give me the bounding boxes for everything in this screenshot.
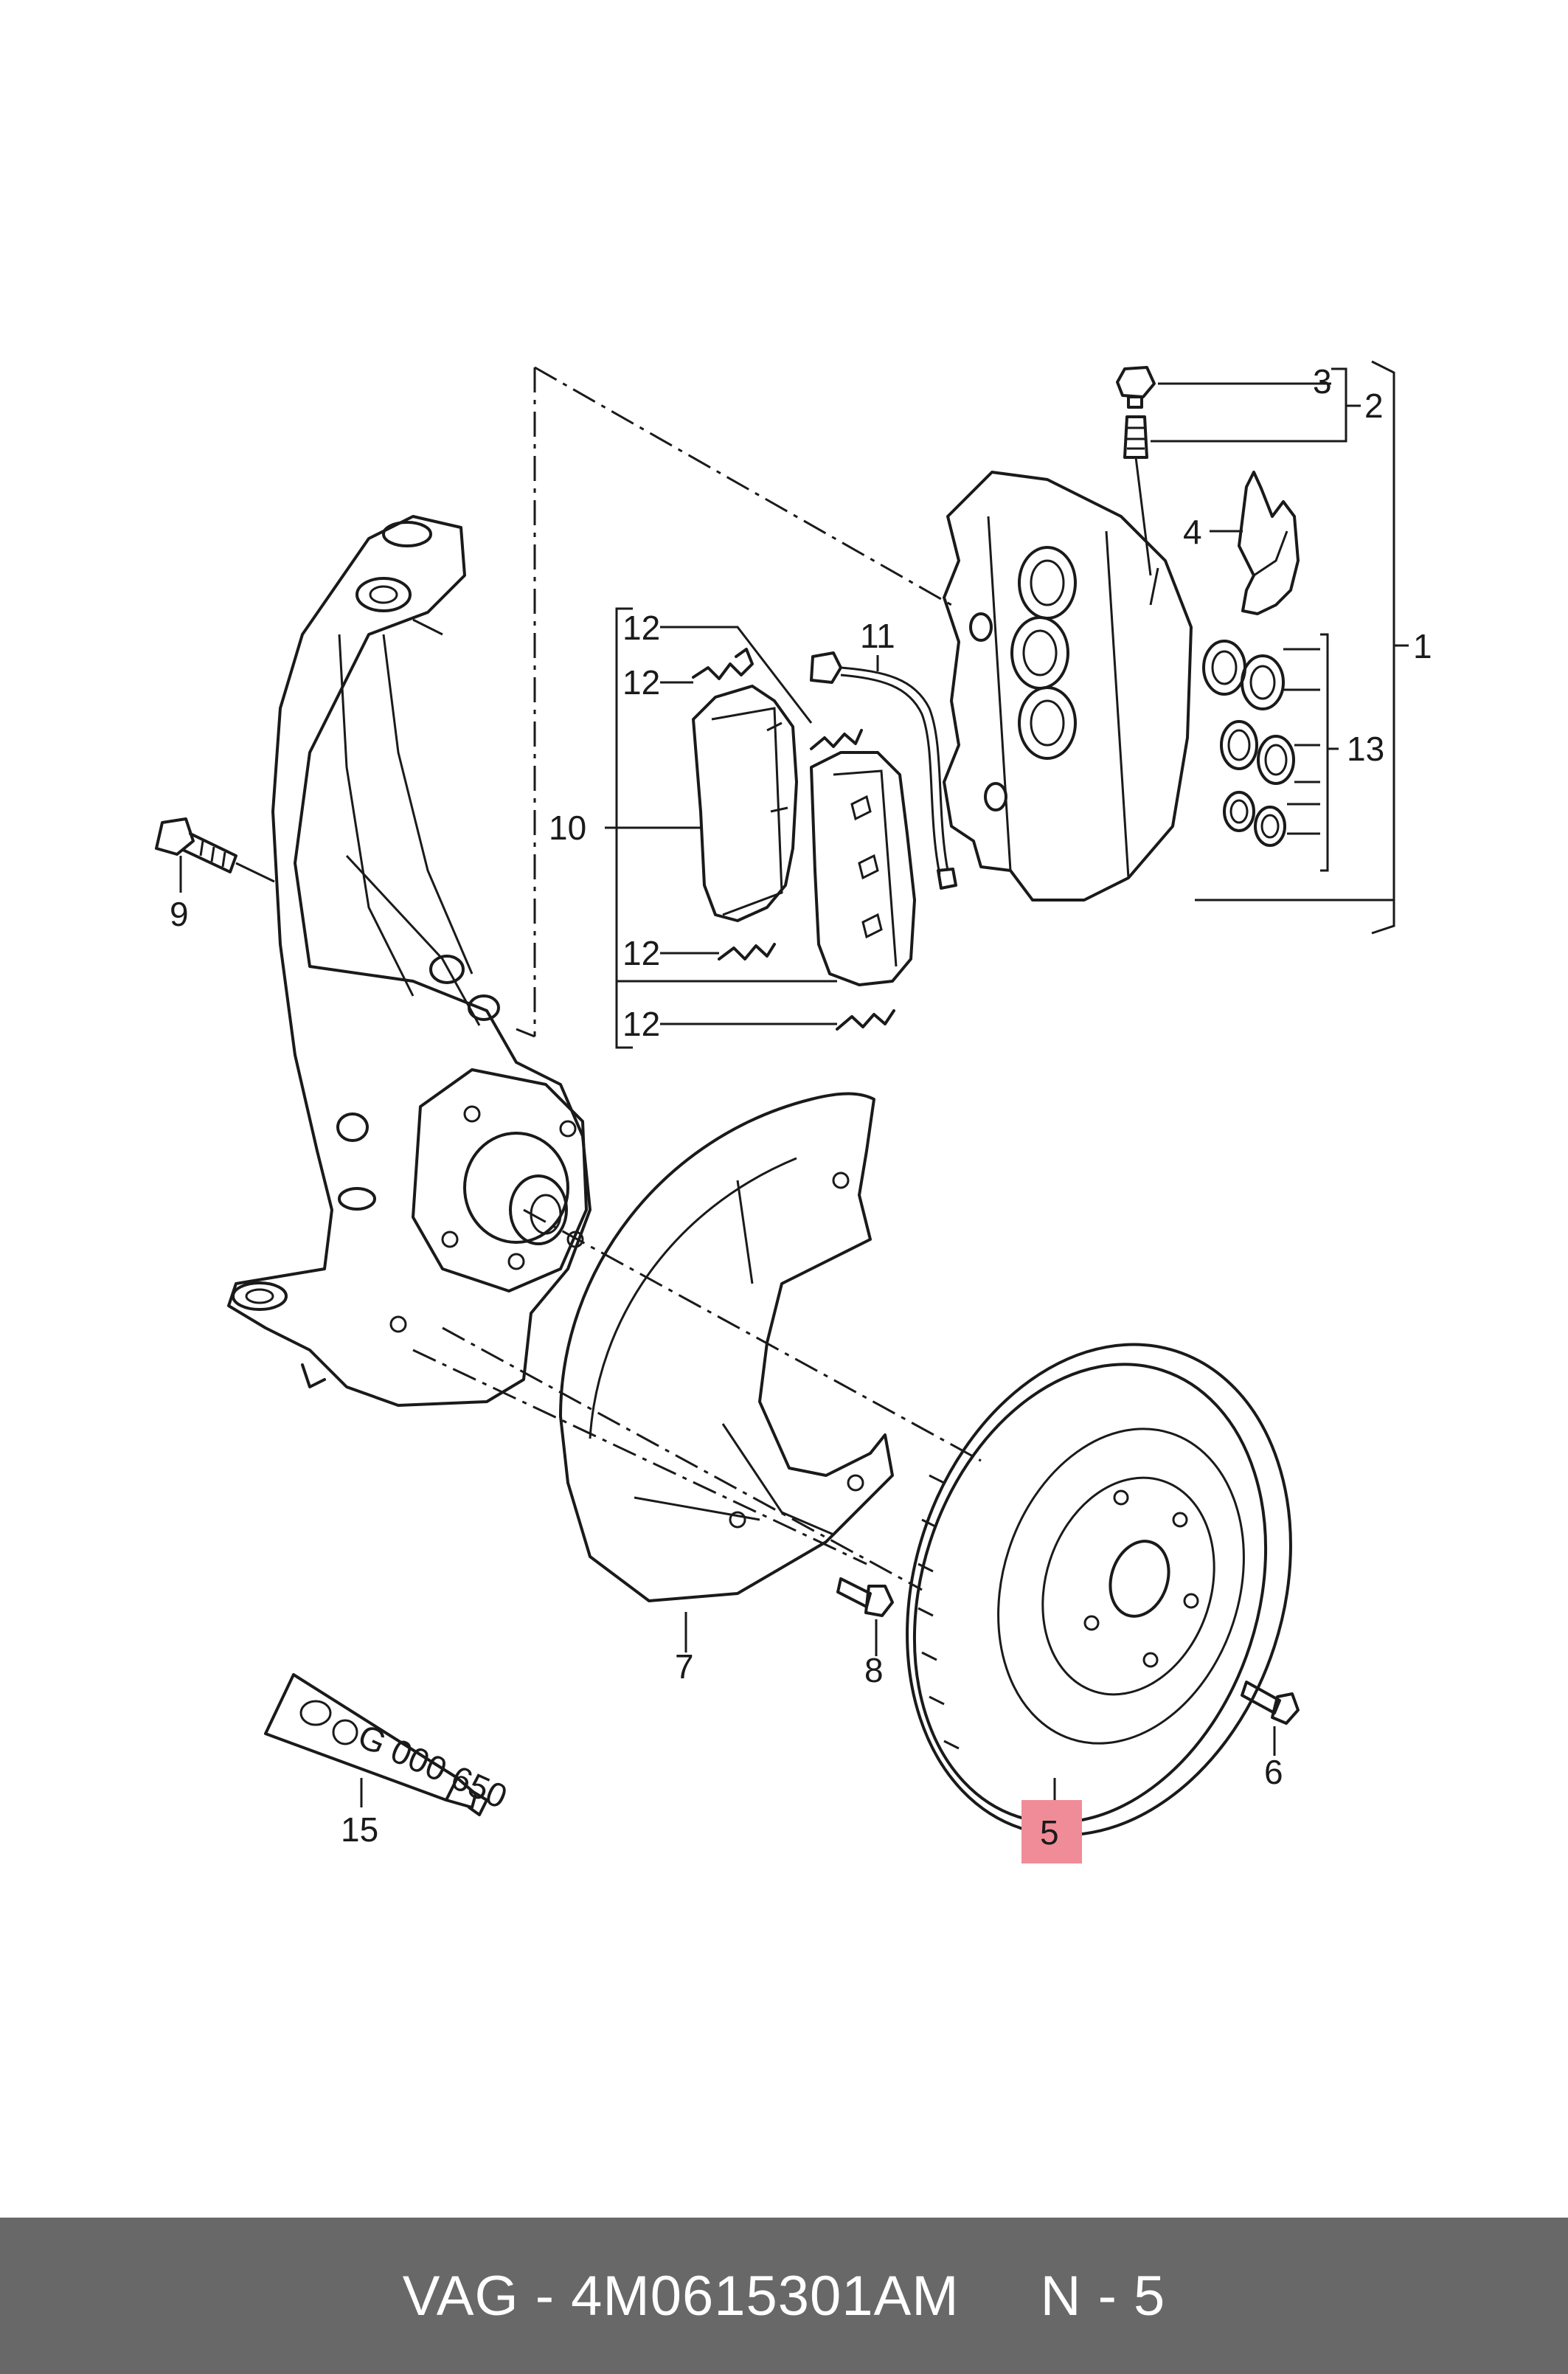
callout-12a: 12 xyxy=(622,609,660,647)
brake-pads xyxy=(692,685,916,986)
wear-sensor xyxy=(810,651,957,890)
bleeder-valve xyxy=(1116,366,1331,576)
position-number: N - 5 xyxy=(1040,2264,1166,2328)
callout-labels: 1 2 3 4 5 6 7 8 9 10 11 12 12 12 12 13 1… xyxy=(170,362,1432,1852)
steering-knuckle xyxy=(227,515,592,1407)
brake-caliper xyxy=(943,471,1193,902)
caliper-clip xyxy=(1210,471,1300,615)
assembly-lines xyxy=(412,366,982,1591)
highlight-box xyxy=(1021,1800,1082,1863)
callout-12c: 12 xyxy=(622,934,660,972)
anti-rattle-springs xyxy=(660,626,895,1031)
bolt-6 xyxy=(1241,1681,1300,1756)
callout-brackets xyxy=(605,360,1409,1049)
callout-3: 3 xyxy=(1313,362,1332,401)
callout-12b: 12 xyxy=(622,663,660,702)
callout-7: 7 xyxy=(675,1647,694,1686)
tube-label: G 000 650 xyxy=(353,1717,513,1816)
dust-shield xyxy=(559,1092,894,1653)
brake-disc[interactable] xyxy=(846,1294,1352,1885)
callout-15: 15 xyxy=(341,1810,378,1849)
callout-11: 11 xyxy=(860,617,895,655)
callout-4: 4 xyxy=(1183,513,1202,551)
exploded-parts-diagram: G 000 650 1 2 3 4 5 6 7 8 9 10 11 12 12 … xyxy=(155,360,1432,1885)
callout-9: 9 xyxy=(170,895,189,933)
bolt-8 xyxy=(836,1577,894,1656)
callout-6: 6 xyxy=(1264,1753,1283,1791)
callout-12d: 12 xyxy=(622,1005,660,1043)
callout-1: 1 xyxy=(1413,627,1432,665)
callout-2: 2 xyxy=(1364,387,1384,425)
part-number: VAG - 4M0615301AM xyxy=(402,2264,960,2328)
callout-10: 10 xyxy=(549,809,586,847)
piston-seal-rings xyxy=(1202,640,1320,847)
callout-5: 5 xyxy=(1040,1813,1059,1852)
bolt-9 xyxy=(155,817,275,893)
part-number-footer: VAG - 4M0615301AM N - 5 xyxy=(0,2218,1568,2374)
callout-8: 8 xyxy=(864,1651,884,1689)
grease-tube: G 000 650 xyxy=(264,1673,513,1816)
callout-13: 13 xyxy=(1347,730,1384,768)
